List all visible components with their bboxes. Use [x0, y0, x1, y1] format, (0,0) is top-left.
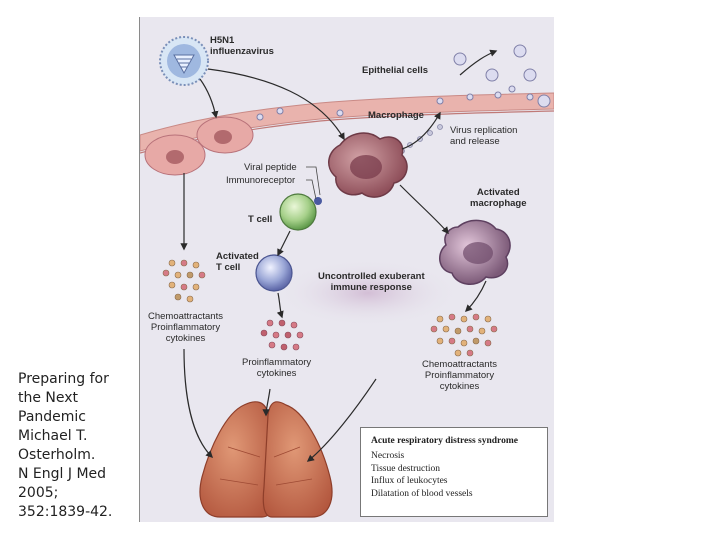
immune-response-figure: H5N1 influenzavirus Epithelial cells Mac…: [139, 17, 554, 522]
citation-line: Osterholm.: [18, 447, 96, 463]
flow-arrows: [180, 49, 498, 462]
ards-item: Tissue destruction: [371, 463, 441, 474]
t-cell: [279, 193, 322, 231]
virion-particles: [256, 44, 551, 121]
arrow-release-to-virions: [459, 49, 498, 76]
citation-line: N Engl J Med: [18, 466, 107, 482]
virus-replication-label: Virus replication and release: [450, 125, 518, 147]
arrow-activated-tcell-to-cytokines: [276, 292, 284, 319]
arrow-proinflam-to-lung: [262, 388, 271, 417]
citation-line: Pandemic: [18, 409, 86, 425]
ards-box: Acute respiratory distress syndrome Necr…: [360, 427, 548, 517]
h5n1-virus-icon: [159, 36, 209, 86]
cytokine-cluster-left: [162, 259, 206, 303]
activated-t-cell-label: Activated T cell: [216, 251, 259, 273]
immune-response-haze: [276, 259, 460, 327]
arrow-tcell-to-activated: [277, 230, 291, 257]
arrow-chemo-right-to-lung: [306, 378, 377, 462]
arrow-virus-to-epithelium: [199, 78, 219, 119]
viral-peptide-label: Viral peptide: [244, 162, 297, 173]
chemoattractants-left-label: Chemoattractants Proinflammatory cytokin…: [148, 311, 223, 344]
arrow-macrophage-to-activated: [399, 184, 449, 235]
macrophage-label: Macrophage: [368, 110, 424, 121]
citation-line: 352:1839-42.: [18, 504, 113, 520]
arrow-macrophage-to-release: [401, 111, 441, 150]
h5n1-label: H5N1 influenzavirus: [210, 35, 274, 57]
arrow-activated-macrophage-to-chemo: [464, 280, 487, 313]
ards-item: Necrosis: [371, 451, 405, 461]
activated-macrophage-label: Activated macrophage: [470, 187, 527, 209]
cytokine-cluster-center: [260, 319, 304, 351]
ards-list: Necrosis Tissue destruction Influx of le…: [371, 450, 473, 500]
citation-line: Michael T.: [18, 428, 88, 444]
arrow-chemo-left-to-lung: [183, 348, 214, 459]
citation-text: Preparing for the Next Pandemic Michael …: [18, 370, 130, 522]
ards-title: Acute respiratory distress syndrome: [371, 436, 518, 446]
activated-macrophage-cell: [439, 219, 511, 285]
epithelial-cells-label: Epithelial cells: [362, 65, 428, 76]
macrophage-cell: [328, 132, 408, 198]
ards-item: Dilatation of blood vessels: [371, 488, 473, 499]
ards-item: Influx of leukocytes: [371, 476, 448, 486]
released-virions: [399, 124, 443, 154]
t-cell-label: T cell: [248, 214, 273, 225]
chemoattractants-right-label: Chemoattractants Proinflammatory cytokin…: [422, 359, 497, 392]
immunoreceptor-label: Immunoreceptor: [226, 175, 296, 186]
arrow-virus-to-macrophage: [207, 68, 345, 141]
cytokine-cluster-right: [430, 313, 498, 357]
proinflammatory-center-label: Proinflammatory cytokines: [242, 357, 312, 379]
immune-response-label: Uncontrolled exuberant immune response: [318, 271, 425, 293]
epithelium-layer: [140, 92, 554, 152]
figure-illustration: [140, 36, 554, 518]
lungs-icon: [199, 401, 333, 518]
citation-line: the Next: [18, 390, 79, 406]
citation-line: 2005;: [18, 485, 59, 501]
citation-line: Preparing for: [18, 371, 109, 387]
